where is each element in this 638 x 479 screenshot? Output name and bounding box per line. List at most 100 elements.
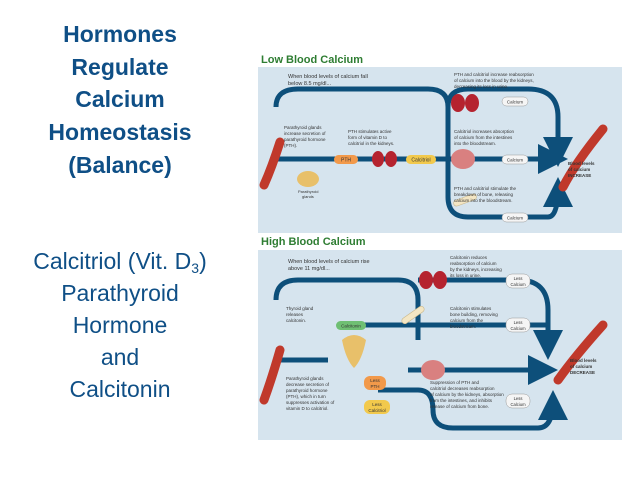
less-calcium-pill (505, 273, 531, 289)
high-thyroid-text: Thyroid gland (286, 306, 314, 311)
low-gland-label: Parathyroid (298, 189, 318, 194)
calcitriol-pill (406, 155, 436, 164)
low-gland-label: glands (302, 194, 314, 199)
calcium-pill-label: Calcium (507, 158, 524, 163)
hormone-line: Hormone (72, 312, 168, 339)
low-top-right-text: of calcium into the blood by the kidneys… (454, 78, 534, 83)
high-suppression-text: from the intestines, and inhibits (430, 398, 493, 403)
high-result: of calcium (570, 364, 592, 369)
high-top-right-text: by the kidneys, increasing (450, 267, 502, 272)
kidney-icon (433, 271, 447, 289)
low-gland-text: (PTH). (284, 143, 297, 148)
low-result: of calcium (568, 167, 590, 172)
less-calcium-pill-label: Less (514, 320, 523, 325)
intestine-icon (421, 360, 445, 380)
low-calcitriol-text: of calcium from the intestines (454, 135, 513, 140)
title-line: Calcium (75, 86, 165, 113)
high-calcitonin-text: bloodstream. (450, 324, 476, 329)
calcitonin-pill-label: Calcitonin (341, 324, 361, 329)
low-top-arrow (445, 86, 573, 167)
low-pth-text: PTH stimulates active (348, 129, 392, 134)
low-top-right-text: decreasing its loss in urine. (454, 84, 508, 89)
high-thyroid-text: releases (286, 312, 304, 317)
high-top-right-text: reabsorption of calcium (450, 261, 497, 266)
thyroid-gland-icon (342, 335, 366, 368)
less-calcium-pill-label: Calcium (510, 326, 526, 331)
high-heading-1: When blood levels of calcium rise (288, 259, 370, 265)
title-line: Regulate (71, 53, 169, 80)
hormone-line: Parathyroid (61, 280, 179, 307)
high-suppression-text: Suppression of PTH and (430, 380, 480, 385)
low-calcium-diagram: When blood levels of calcium fall below … (258, 67, 622, 233)
high-top-right-text: its loss in urine. (450, 273, 481, 278)
low-pth-text: form of vitamin D to (348, 135, 388, 140)
low-bone-text: calcium into the bloodstream. (454, 198, 513, 203)
high-heading-2: above 11 mg/dl... (288, 266, 330, 272)
less-calcium-pill (505, 317, 531, 333)
low-bottom-arrow (542, 177, 573, 220)
less-calcium-pill-label: Calcium (510, 282, 526, 287)
low-loop-arrow (273, 86, 548, 220)
calcium-pill (501, 154, 529, 165)
less-pth-pill (364, 376, 386, 390)
low-result: Blood levels (568, 161, 595, 166)
low-top-right-text: PTH and calcitriol increase reabsorption (454, 72, 534, 77)
calcitriol-pill-label: Calcitriol (411, 158, 430, 164)
kidney-icon (372, 151, 384, 167)
pth-pill (334, 155, 358, 164)
high-gland-text: suppresses activation of (286, 400, 335, 405)
kidney-icon (419, 271, 433, 289)
less-pth-pill-label: Less (370, 378, 380, 383)
subscript: 3 (191, 260, 200, 276)
high-gland-text: decrease secretion of (286, 382, 330, 387)
hormone-line: Calcitonin (69, 376, 171, 403)
hormone-list: Calcitriol (Vit. D3) Parathyroid Hormone… (0, 246, 240, 406)
less-calcitriol-pill-label: Calcitriol (368, 408, 385, 413)
pth-pill-label: PTH (341, 158, 351, 164)
blood-vessel-icon (553, 320, 608, 385)
kidney-icon (385, 151, 397, 167)
low-bone-text: breakdown of bone, releasing (454, 192, 514, 197)
high-bottom-arrow (378, 387, 568, 431)
high-gland-text: (PTH), which in turn (286, 394, 326, 399)
high-suppression-text: release of calcium from bone. (430, 404, 489, 409)
low-result: INCREASE (568, 173, 591, 178)
low-heading-1: When blood levels of calcium fall (288, 74, 368, 80)
high-top-right-text: Calcitonin reduces (450, 255, 488, 260)
hormone-calcitriol-paren: ) (199, 248, 207, 274)
blood-vessel-icon (259, 345, 285, 405)
low-pth-text: calcitriol in the kidneys. (348, 141, 394, 146)
hormone-calcitriol-text: Calcitriol (Vit. D (33, 248, 192, 274)
high-calcium-diagram: When blood levels of calcium rise above … (258, 250, 622, 440)
high-calcitonin-text: calcium from the (450, 318, 484, 323)
parathyroid-gland-icon (297, 171, 319, 187)
title-line: Hormones (63, 21, 177, 47)
high-gland-text: Parathyroid glands (286, 376, 324, 381)
less-pth-pill-label: PTH (371, 384, 380, 389)
high-calcitonin-text: Calcitonin stimulates (450, 306, 492, 311)
kidney-icon (451, 94, 465, 112)
title-line: Homeostasis (48, 118, 192, 145)
low-calcitriol-text: into the bloodstream. (454, 141, 496, 146)
low-gland-text: Parathyroid glands (284, 125, 322, 130)
kidney-icon (465, 94, 479, 112)
calcium-pill-label: Calcium (507, 100, 524, 105)
high-suppression-text: of calcium by the kidneys, absorption (430, 392, 504, 397)
title-line: (Balance) (68, 151, 172, 178)
less-calcium-pill-label: Less (514, 396, 523, 401)
high-calcitonin-text: bone building, removing (450, 312, 498, 317)
low-heading-2: below 8.5 mg/dl... (288, 81, 332, 87)
calcium-pill-label: Calcium (507, 216, 524, 221)
intestine-icon (451, 149, 475, 169)
high-suppression-text: calcitriol decreases reabsorption (430, 386, 495, 391)
high-calcium-label: High Blood Calcium (261, 236, 366, 248)
calcitonin-pill (336, 321, 366, 330)
calcium-pill (501, 96, 529, 107)
blood-vessel-icon (558, 124, 608, 192)
less-calcium-pill-label: Less (514, 276, 523, 281)
high-result: DECREASE (570, 370, 595, 375)
blood-vessel-icon (259, 137, 285, 190)
less-calcitriol-pill (364, 400, 390, 414)
high-loop-arrow (273, 277, 421, 340)
low-bone-text: PTH and calcitriol stimulate the (454, 186, 517, 191)
